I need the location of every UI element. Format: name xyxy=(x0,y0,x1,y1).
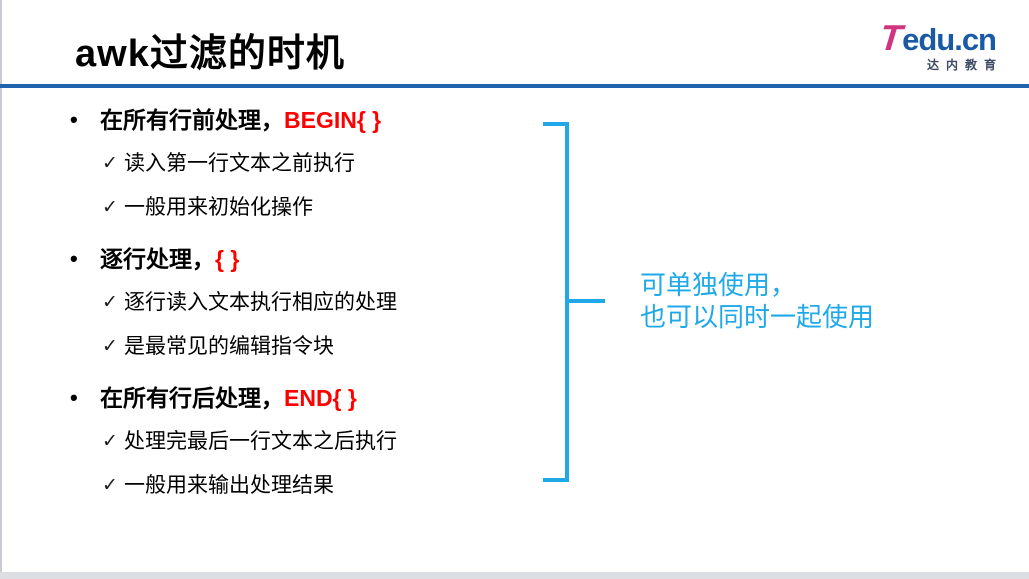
bracket-bottom-tick xyxy=(543,478,569,482)
bullet-label: 在所有行后处理， xyxy=(100,385,284,411)
tedu-logo-domain: edu.cn xyxy=(902,22,997,57)
tedu-logo-wordmark: Tedu.cn xyxy=(866,17,997,58)
bullet-dot: • xyxy=(70,107,78,132)
bullet-list: • 在所有行前处理， BEGIN{ } ✓ 读入第一行文本之前执行 ✓ 一般用来… xyxy=(70,106,570,498)
bracket-annotation: 可单独使用， 也可以同时一起使用 xyxy=(640,269,874,333)
bullet-item-end: • 在所有行后处理， END{ } xyxy=(70,384,570,412)
title-divider-rule xyxy=(0,84,1029,88)
sub-item-text: 处理完最后一行文本之后执行 xyxy=(124,430,397,453)
sub-item: ✓ 处理完最后一行文本之后执行 xyxy=(102,429,570,454)
sub-item-text: 读入第一行文本之前执行 xyxy=(124,152,355,175)
bullet-code-end: END{ } xyxy=(284,385,357,411)
bracket-top-tick xyxy=(543,122,569,126)
bullet-dot: • xyxy=(70,246,78,271)
bullet-code-braces: { } xyxy=(215,246,240,272)
check-icon: ✓ xyxy=(102,153,118,174)
bullet-item-begin: • 在所有行前处理， BEGIN{ } xyxy=(70,106,570,134)
sub-item: ✓ 是最常见的编辑指令块 xyxy=(102,334,570,359)
sub-item: ✓ 一般用来初始化操作 xyxy=(102,195,570,220)
tedu-logo-subtitle: 达内教育 xyxy=(926,58,1003,72)
sub-item-text: 是最常见的编辑指令块 xyxy=(124,335,334,358)
bullet-code-begin: BEGIN{ } xyxy=(284,107,382,133)
bracket-middle-tick xyxy=(569,299,605,303)
annotation-line-1: 可单独使用， xyxy=(640,270,797,300)
sub-item-text: 一般用来输出处理结果 xyxy=(124,474,334,497)
slide-bottom-strip xyxy=(0,572,1029,579)
sub-item: ✓ 一般用来输出处理结果 xyxy=(102,473,570,498)
sub-item-text: 一般用来初始化操作 xyxy=(124,196,313,219)
tedu-logo-t: T xyxy=(877,17,905,58)
bullet-item-perline: • 逐行处理， { } xyxy=(70,245,570,273)
check-icon: ✓ xyxy=(102,292,118,313)
bullet-label: 在所有行前处理， xyxy=(100,107,284,133)
check-icon: ✓ xyxy=(102,197,118,218)
sub-item: ✓ 逐行读入文本执行相应的处理 xyxy=(102,290,570,315)
bullet-label: 逐行处理， xyxy=(100,246,215,272)
sub-item: ✓ 读入第一行文本之前执行 xyxy=(102,151,570,176)
check-icon: ✓ xyxy=(102,475,118,496)
bullet-dot: • xyxy=(70,385,78,410)
page-title: awk过滤的时机 xyxy=(75,33,345,75)
annotation-line-2: 也可以同时一起使用 xyxy=(640,302,875,332)
check-icon: ✓ xyxy=(102,336,118,357)
check-icon: ✓ xyxy=(102,431,118,452)
tedu-logo: Tedu.cn 达内教育 xyxy=(866,17,997,71)
sub-item-text: 逐行读入文本执行相应的处理 xyxy=(124,291,397,314)
slide-left-edge xyxy=(0,0,2,579)
bracket-vertical-line xyxy=(565,122,569,482)
